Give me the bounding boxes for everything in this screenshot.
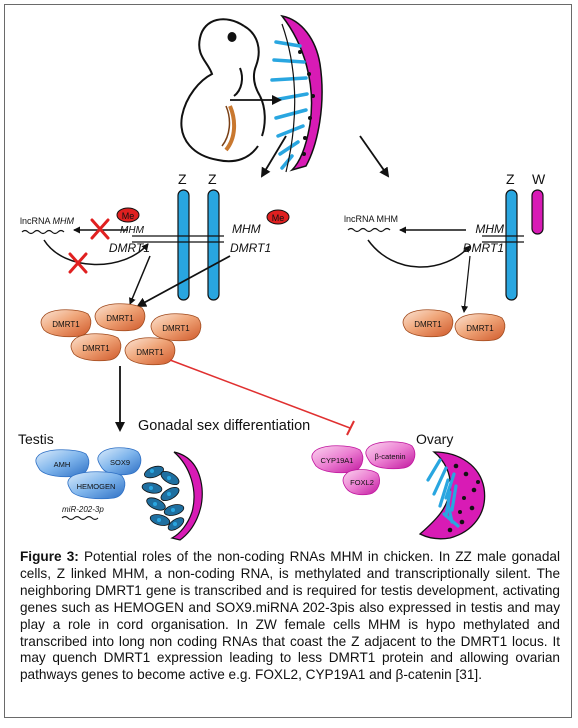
lncrna-to-dmrt1-arrow-right (367, 239, 471, 268)
gonad-illustration (270, 14, 323, 173)
hemogen-label: HEMOGEN (77, 482, 116, 491)
foxl2-protein (342, 469, 380, 496)
arrow-to-zz (260, 135, 287, 178)
dmrt1-to-protein-arrow-right (461, 255, 471, 313)
dmrt1-protein (94, 303, 146, 332)
dmrt1-protein-label: DMRT1 (414, 320, 442, 329)
dmrt1-right-to-protein-arrow (136, 255, 231, 307)
lncrna-mhm-label-right: lncRNA MHM (344, 214, 398, 224)
gonadal-sex-differentiation-label: Gonadal sex differentiation (138, 418, 310, 434)
lncrna-squiggle-left (21, 229, 65, 235)
chromosome-label-z2: Z (208, 171, 217, 187)
chromosome-label-z1: Z (178, 171, 187, 187)
mhm-label-left-small: MHM (120, 225, 145, 236)
cyp19a1-label: CYP19A1 (321, 456, 354, 465)
block-cross-1 (90, 218, 110, 240)
mirna-label: miR-202-3p (62, 505, 104, 514)
lncrna-mhm-label-left: lncRNA MHM (20, 216, 75, 226)
z-chromosome-2 (207, 189, 220, 301)
dmrt1-protein-label: DMRT1 (466, 324, 494, 333)
dmrt1-label-right-panel: DMRT1 (463, 241, 504, 255)
chromosome-label-z3: Z (506, 171, 515, 187)
dmrt1-label-right-of-zz: DMRT1 (230, 241, 271, 255)
figure-caption-text: Potential roles of the non-coding RNAs M… (20, 549, 560, 683)
dmrt1-inhibits-ovary-bar (346, 420, 355, 436)
embryo-illustration (180, 18, 266, 163)
z-chromosome-3 (505, 189, 518, 301)
dmrt1-protein (124, 337, 176, 366)
dmrt1-protein (150, 313, 202, 342)
dmrt1-protein-cluster-left: DMRT1 DMRT1 DMRT1 DMRT1 DMRT1 (40, 303, 202, 366)
figure-diagram: Z Z lncRNA MHM Me MHM DMRT1 MHM DMRT1 Me… (18, 14, 546, 541)
methyl-label-left: Me (122, 211, 135, 221)
dmrt1-protein-cluster-right: DMRT1 DMRT1 (402, 309, 506, 342)
dmrt1-left-to-protein-arrow (129, 255, 151, 305)
dmrt1-protein-label: DMRT1 (136, 348, 164, 357)
lncrna-to-dmrt1-arrow-left (43, 239, 149, 266)
testis-gene-cluster: AMH SOX9 HEMOGEN miR-202-3p (35, 447, 142, 521)
ovary-illustration (418, 451, 486, 540)
figure-caption-label: Figure 3: (20, 549, 79, 564)
dmrt1-protein (70, 333, 122, 362)
testis-title: Testis (18, 431, 54, 447)
hemogen-protein (67, 471, 126, 500)
dmrt1-protein-label: DMRT1 (162, 324, 190, 333)
sox9-protein (97, 447, 142, 476)
testis-illustration (141, 451, 203, 541)
chromosome-label-w: W (532, 171, 546, 187)
dmrt1-protein (454, 313, 506, 342)
mhm-label-right-of-zz: MHM (232, 222, 261, 236)
beta-catenin-protein (365, 441, 416, 470)
mhm-label-right-panel: MHM (475, 222, 504, 236)
ovary-title: Ovary (416, 431, 453, 447)
amh-label: AMH (54, 460, 71, 469)
methyl-badge-right (266, 209, 290, 225)
mirna-squiggle (61, 515, 99, 521)
block-cross-2 (68, 252, 88, 274)
arrow-to-zw (359, 135, 390, 178)
methyl-badge-left (116, 207, 140, 223)
methyl-label-right: Me (272, 213, 285, 223)
dmrt1-protein (402, 309, 454, 338)
ovary-gene-cluster: CYP19A1 β-catenin FOXL2 (311, 441, 416, 496)
dmrt1-protein-label: DMRT1 (82, 344, 110, 353)
dmrt1-inhibits-ovary-line (169, 359, 351, 429)
w-chromosome (531, 189, 544, 235)
beta-catenin-label: β-catenin (375, 452, 406, 461)
lncrna-squiggle-right (347, 227, 391, 233)
dmrt1-protein-label: DMRT1 (52, 320, 80, 329)
foxl2-label: FOXL2 (350, 478, 374, 487)
z-chromosome-1 (177, 189, 190, 301)
dmrt1-protein-label: DMRT1 (106, 314, 134, 323)
sox9-label: SOX9 (110, 458, 130, 467)
figure-caption: Figure 3: Potential roles of the non-cod… (20, 549, 560, 684)
